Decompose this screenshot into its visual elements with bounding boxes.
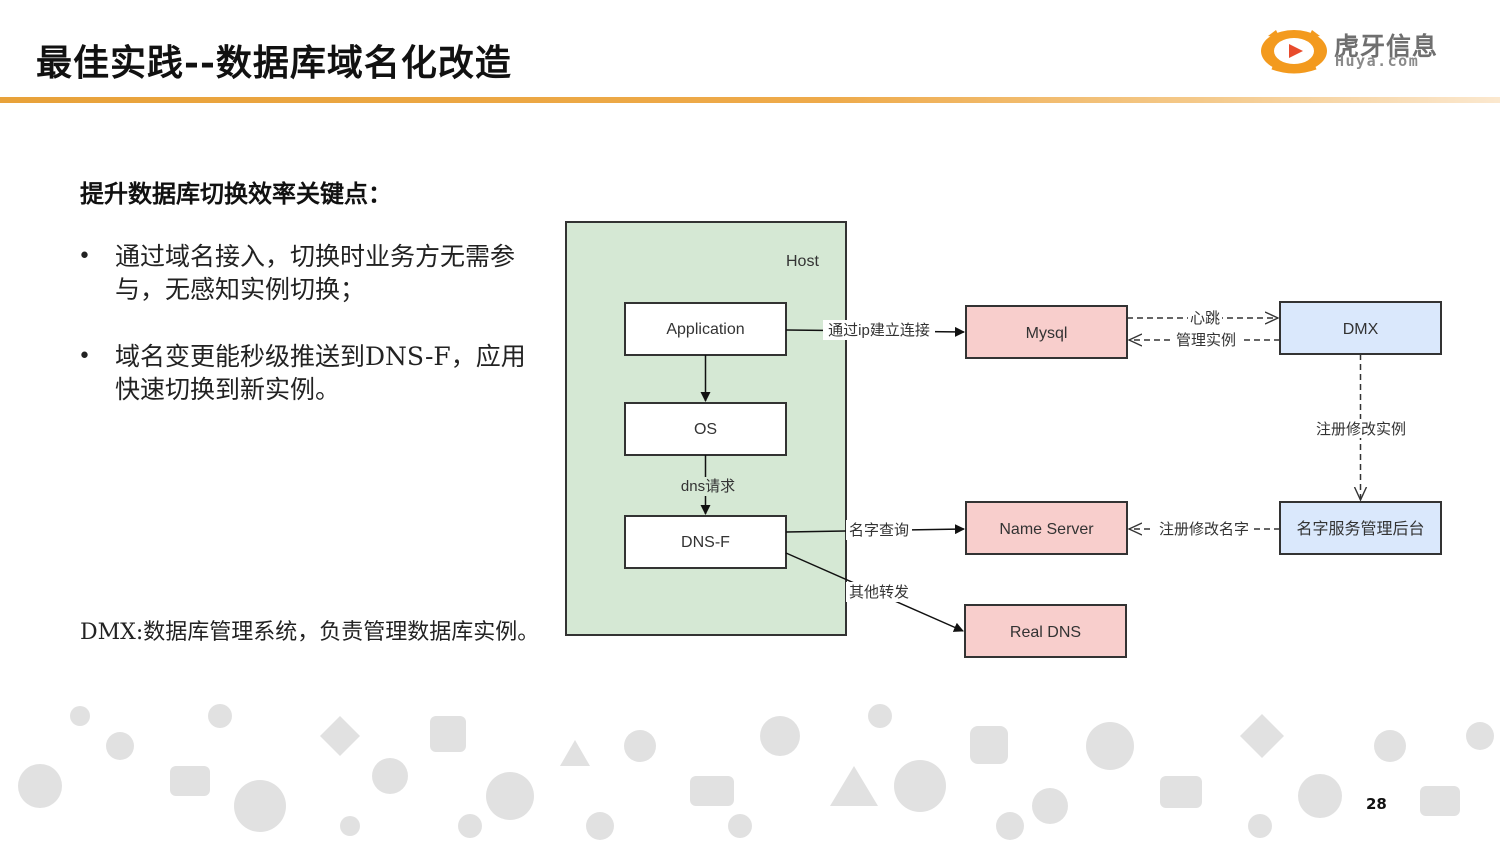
section-subtitle: 提升数据库切换效率关键点： [80,179,392,208]
edge-label-bg [846,582,912,602]
application-label: Application [666,321,744,338]
dnsf-label: DNS-F [681,534,730,551]
edge-label-mysql-to-dmx: 心跳 [1190,310,1220,327]
huya-logo-icon [1261,30,1327,74]
edge-label-admin-to-ns: 注册修改名字 [1159,521,1249,538]
real-dns-node [964,604,1127,658]
edge-label-bg [846,520,912,540]
real-dns-label: Real DNS [1010,624,1081,641]
application-node [624,302,787,356]
edge-label-dnsf-to-ns: 名字查询 [849,522,909,539]
edge-label-dnsf-to-realdns: 其他转发 [849,584,909,601]
logo-text-en: Huya.com [1335,52,1420,70]
os-label: OS [694,421,717,438]
page-title: 最佳实践--数据库域名化改造 [36,42,512,84]
dmx-label: DMX [1343,321,1379,338]
logo-text-cn: 虎牙信息 [1334,32,1439,61]
bullet-dot-icon: • [78,244,91,269]
edge-label-app-to-mysql: 通过ip建立连接 [828,322,930,339]
edge-label-bg [1188,309,1222,327]
edge-label-bg [679,477,737,496]
edge-label-bg [1154,520,1254,538]
header-divider [0,97,1500,103]
bullet-text: 通过域名接入，切换时业务方无需参与，无感知实例切换； [115,242,516,304]
mysql-label: Mysql [1026,325,1068,342]
dmx-note: DMX:数据库管理系统，负责管理数据库实例。 [80,620,540,645]
decorative-icon-pattern [18,704,1494,840]
mysql-node [965,305,1128,359]
edge-label-bg [1312,419,1410,438]
name-service-admin-label: 名字服务管理后台 [1296,520,1424,538]
name-service-admin-node [1279,501,1442,555]
dnsf-node [624,515,787,569]
host-label: Host [786,253,819,270]
edge-label-dmx-to-mysql: 管理实例 [1176,332,1236,349]
edge-label-bg [823,320,935,340]
bullet-text: 域名变更能秒级推送到DNS-F，应用快速切换到新实例。 [115,342,526,404]
bullet-dot-icon: • [78,344,91,369]
bullet-item: • 域名变更能秒级推送到DNS-F，应用快速切换到新实例。 [78,340,538,406]
edge-label-dmx-to-admin: 注册修改实例 [1316,421,1406,438]
dmx-node [1279,301,1442,355]
bullet-item: • 通过域名接入，切换时业务方无需参与，无感知实例切换； [78,240,538,306]
edge-label-bg [1172,331,1240,349]
page-number: 28 [1366,795,1387,813]
bullet-list: • 通过域名接入，切换时业务方无需参与，无感知实例切换； • 域名变更能秒级推送到D… [78,240,538,440]
name-server-node [965,501,1128,555]
edge-label-os-to-dnsf: dns请求 [681,478,735,495]
name-server-label: Name Server [999,521,1094,538]
